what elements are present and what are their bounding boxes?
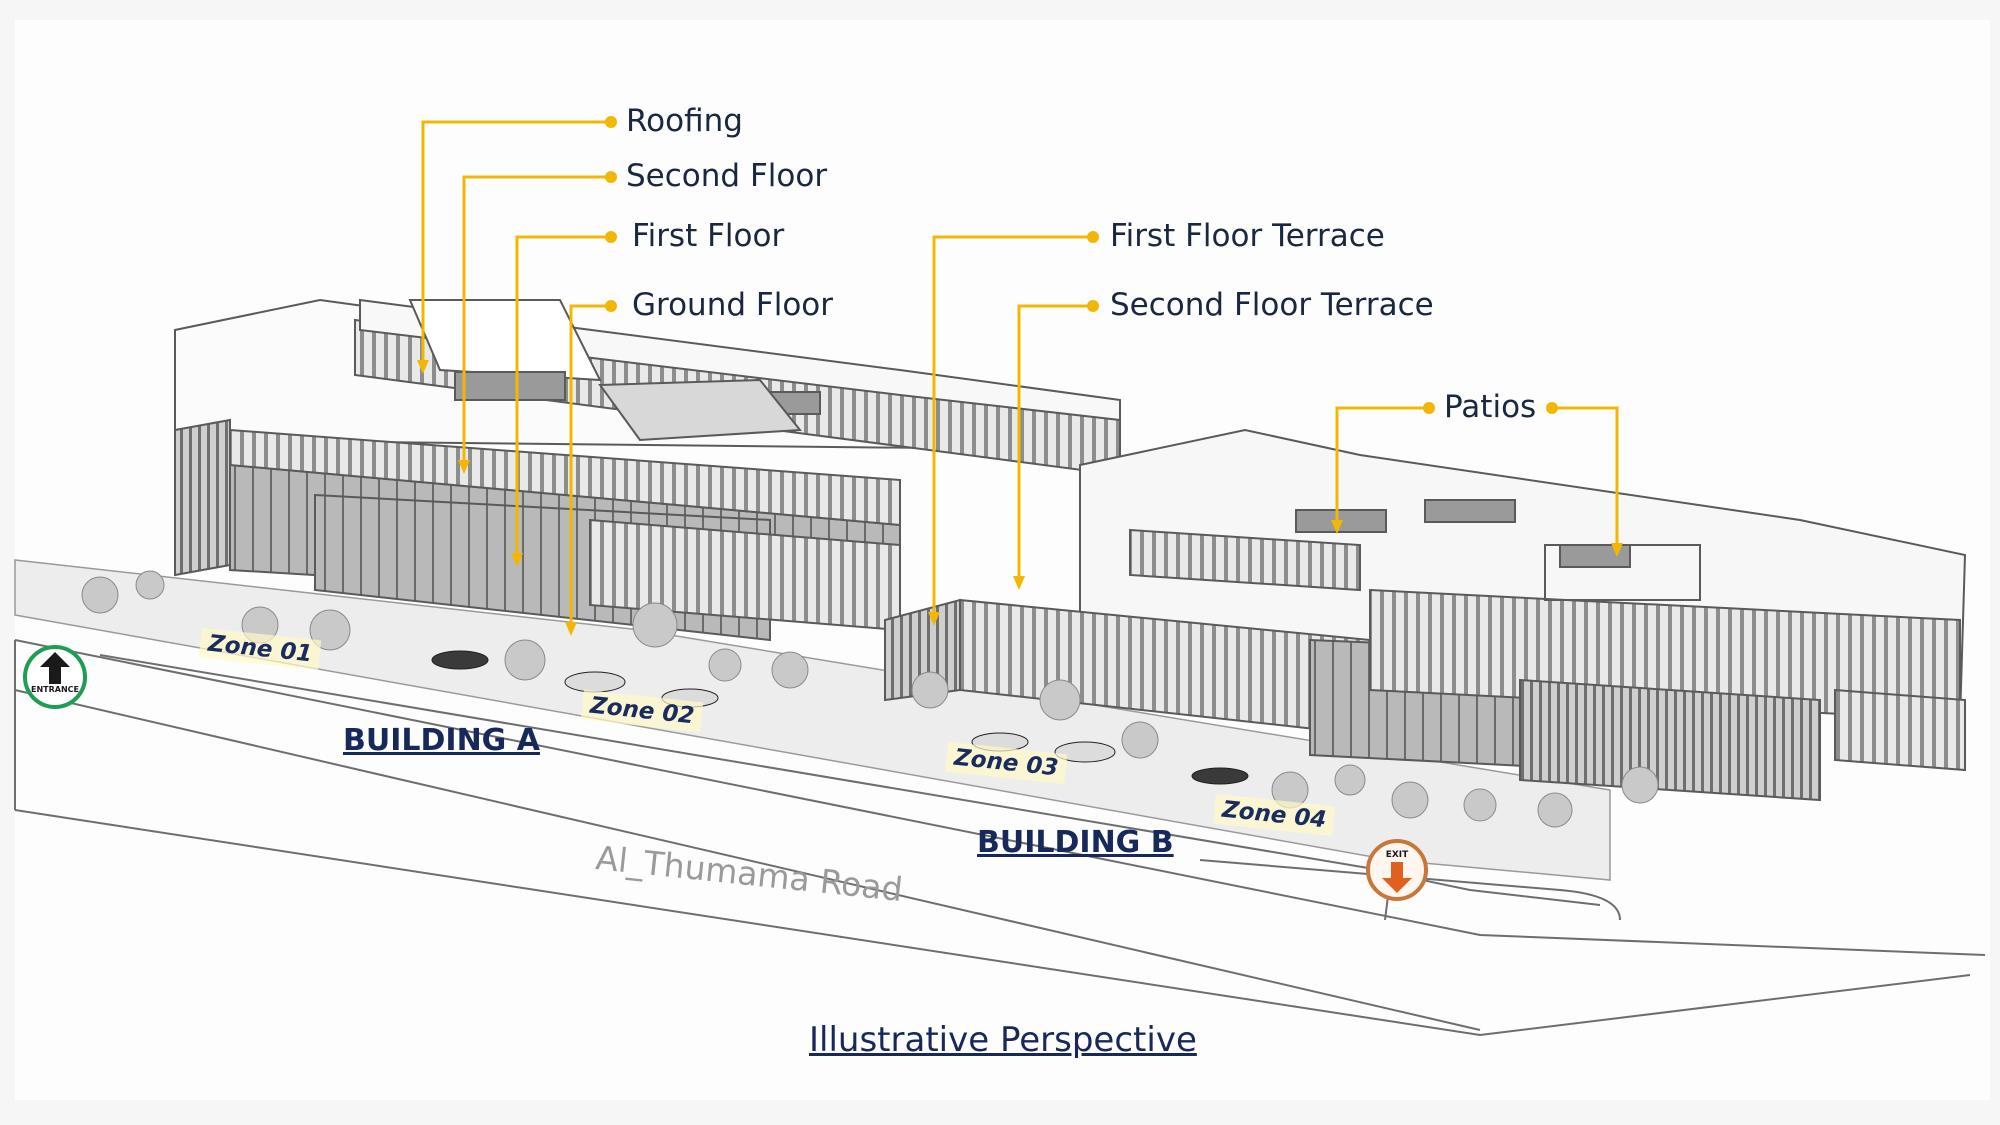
label-ground-floor: Ground Floor <box>632 287 834 323</box>
leader-roofing <box>421 120 611 362</box>
label-first-floor-terrace: First Floor Terrace <box>1110 218 1385 254</box>
leader-second-floor-terrace <box>1017 304 1093 578</box>
building-b-massing <box>884 428 1967 802</box>
building-b-label: BUILDING B <box>977 825 1174 860</box>
diagram-caption: Illustrative Perspective <box>809 1020 1197 1060</box>
leader-patios-right <box>1552 406 1619 545</box>
label-second-floor-terrace: Second Floor Terrace <box>1110 287 1434 323</box>
label-first-floor: First Floor <box>632 218 785 254</box>
leader-first-floor <box>515 235 611 555</box>
label-second-floor: Second Floor <box>626 158 828 194</box>
label-patios: Patios <box>1444 389 1537 425</box>
leader-second-floor <box>462 175 611 462</box>
leader-patios-left <box>1335 406 1429 522</box>
exit-text: EXIT <box>1386 850 1409 860</box>
label-roofing: Roofing <box>626 103 743 139</box>
down-arrow-icon <box>1382 862 1412 893</box>
leader-ground-floor <box>569 304 611 624</box>
leader-dots <box>605 116 1558 414</box>
cars <box>431 650 1249 785</box>
up-arrow-icon <box>40 652 70 684</box>
exit-badge: EXIT <box>1366 839 1428 901</box>
entrance-text: ENTRANCE <box>31 685 79 694</box>
building-a-label: BUILDING A <box>343 723 540 758</box>
leader-lines <box>421 120 1619 624</box>
leader-arrowheads <box>417 360 1623 636</box>
entrance-badge: ENTRANCE <box>23 645 87 709</box>
site-lines <box>14 639 1986 1037</box>
leader-first-floor-terrace <box>932 235 1093 614</box>
